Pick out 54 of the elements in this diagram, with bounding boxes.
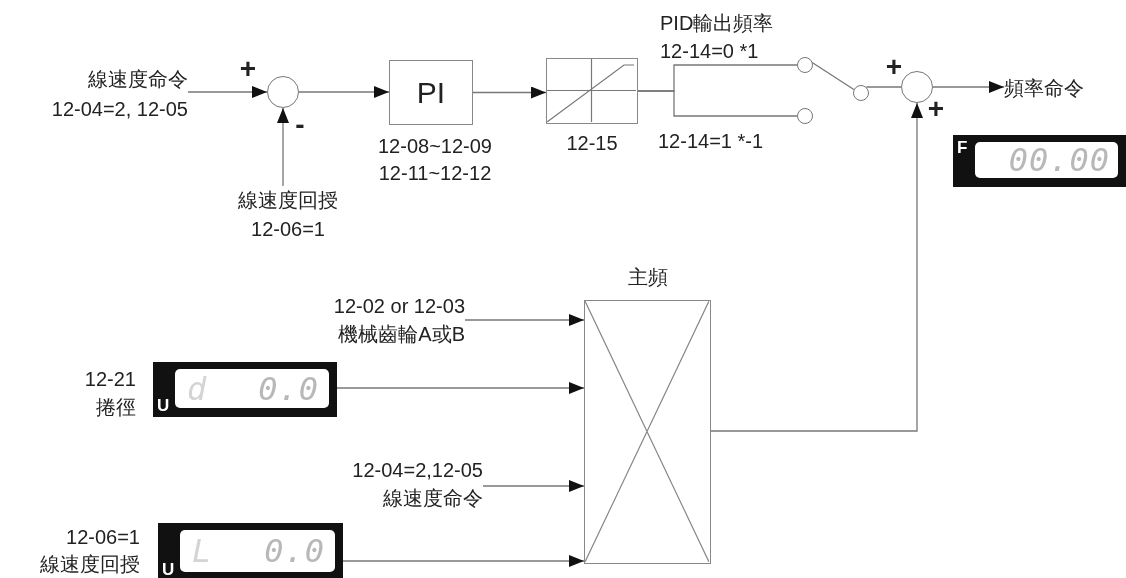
switch-setting-label: 12-14=1 *-1	[658, 129, 765, 154]
arrow	[298, 86, 390, 98]
signal-label: 12-04=2, 12-05	[50, 97, 188, 122]
switch-contact	[797, 108, 813, 124]
sign-label: +	[238, 56, 258, 82]
parameter-label: 捲徑	[95, 395, 136, 420]
arrow	[710, 102, 923, 432]
segment-digits: 00.00	[1008, 142, 1110, 178]
arrow	[277, 107, 289, 187]
unit-letter: U	[157, 397, 170, 415]
signal-label: 線速度回授	[237, 188, 339, 213]
sign-label: +	[926, 96, 946, 122]
segment-digits: 0.0	[264, 531, 325, 572]
signal-label: 12-06=1	[250, 217, 326, 242]
arrow	[464, 314, 585, 326]
signal-label: 線速度命令	[87, 67, 188, 92]
block-label: PI	[415, 74, 447, 111]
display-panel	[953, 135, 1126, 187]
arrow	[336, 382, 585, 394]
display-panel	[158, 523, 343, 578]
switch-setting-label: 12-14=0 *1	[660, 39, 760, 64]
arrow	[342, 555, 585, 567]
signal-label: 12-02 or 12-03	[332, 294, 465, 319]
signal-label: 頻率命令	[1004, 76, 1085, 101]
switch-contact	[797, 57, 813, 73]
sign-label: +	[884, 54, 904, 80]
arrow	[482, 480, 585, 492]
signal-label: 線速度命令	[382, 486, 483, 511]
arrow	[472, 86, 547, 99]
switch-contact	[853, 85, 869, 101]
parameter-label: 線速度回授	[39, 552, 140, 577]
parameter-label: 12-15	[565, 131, 619, 156]
sign-label: -	[294, 112, 306, 138]
parameter-label: 12-08~12-09	[377, 134, 493, 159]
parameter-label: 12-11~12-12	[377, 161, 493, 186]
parameter-label: 12-21	[83, 367, 136, 392]
connector-line	[865, 86, 902, 88]
arrow	[932, 81, 1005, 93]
display-panel	[153, 362, 337, 417]
block-heading: 主頻	[626, 265, 669, 290]
summing-junction	[901, 71, 933, 103]
summing-junction	[267, 76, 299, 108]
process-box	[389, 60, 473, 125]
unit-letter: F	[957, 139, 968, 157]
segment-digits: 0.0	[258, 369, 319, 408]
connector-line	[811, 61, 855, 91]
limiter-block	[546, 58, 638, 124]
arrow	[187, 86, 268, 98]
signal-label: 機械齒輪A或B	[337, 322, 465, 347]
connector-line	[637, 90, 798, 117]
signal-label: PID輸出頻率	[660, 11, 775, 36]
parameter-label: 12-06=1	[65, 525, 140, 550]
unit-letter: U	[162, 561, 175, 578]
signal-label: 12-04=2,12-05	[351, 458, 483, 483]
